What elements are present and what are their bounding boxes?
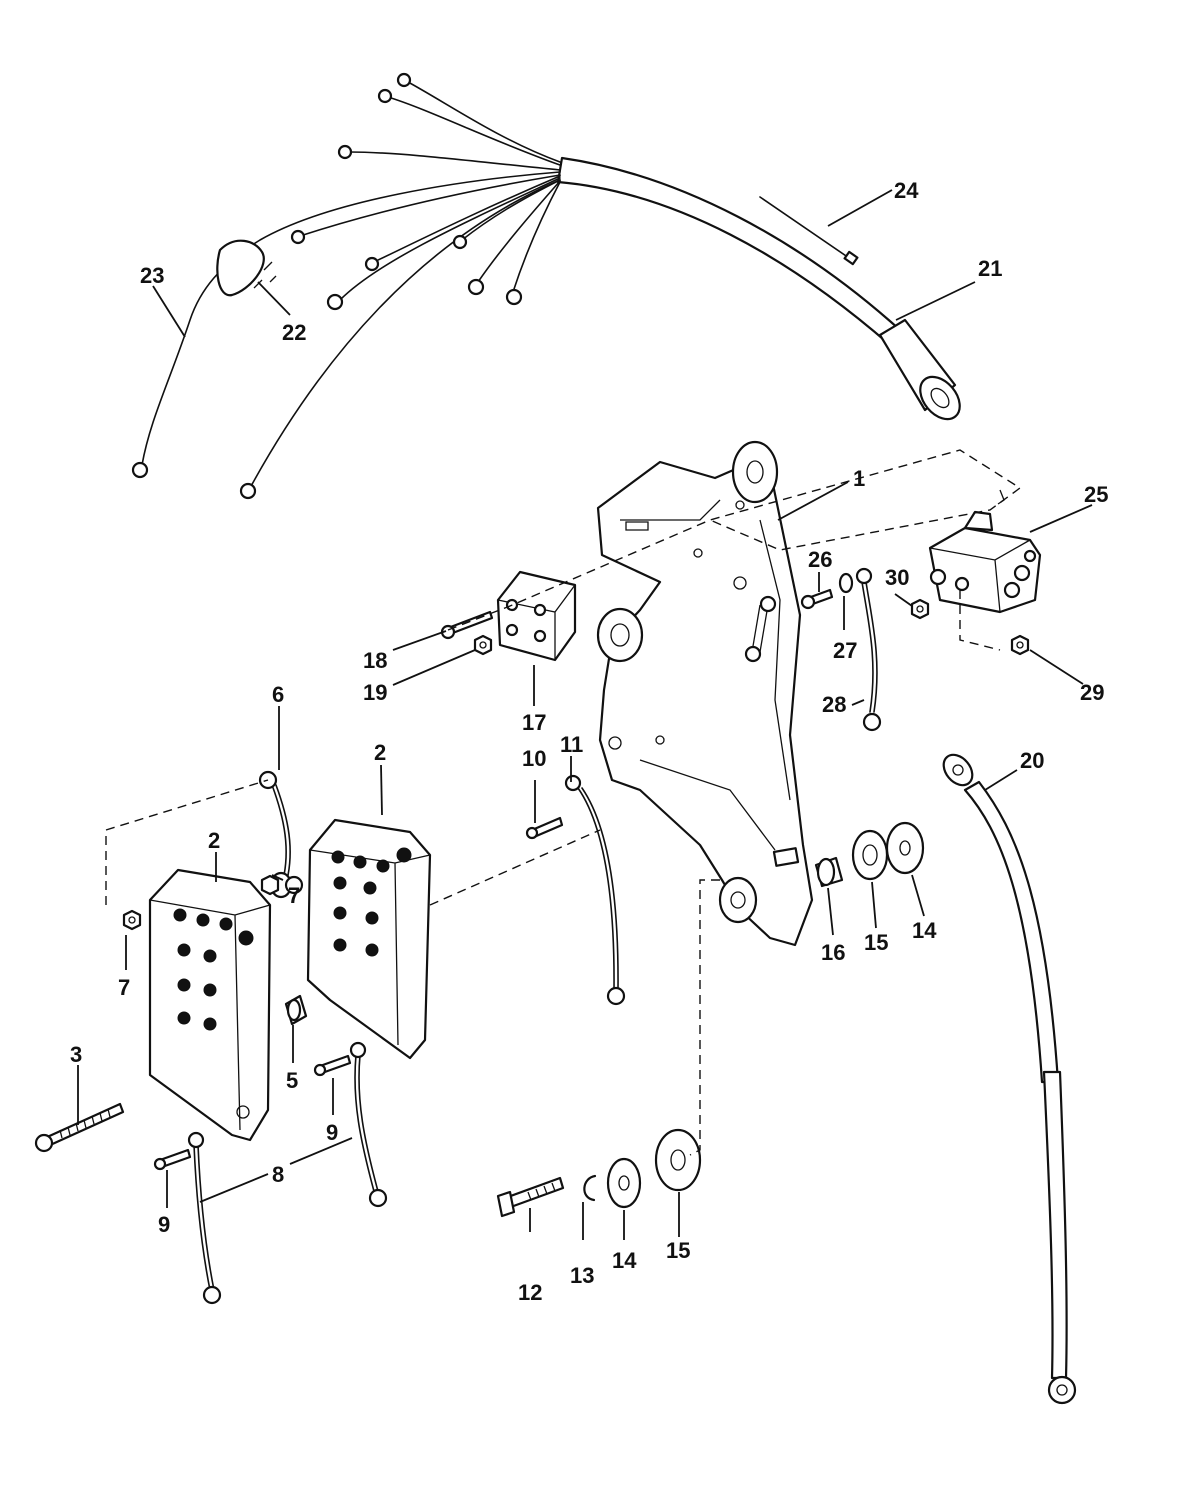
- washer-14-upper: [885, 821, 925, 875]
- bracket-top-boss: [731, 440, 779, 504]
- bracket-mid-boss: [596, 607, 644, 663]
- lockwasher-13: [583, 1174, 597, 1202]
- nut-7-lower: [122, 909, 142, 931]
- washer-14-lower: [606, 1157, 642, 1209]
- harness-terminals: [131, 72, 523, 500]
- callout-14-lower: 14: [612, 1248, 637, 1273]
- callout-7-lower: 7: [118, 975, 130, 1000]
- callout-2-left: 2: [208, 828, 220, 853]
- callout-15-lower: 15: [666, 1238, 690, 1263]
- ground-strap-8-left: [187, 1131, 222, 1305]
- switch-box-2-rear: [306, 818, 432, 1060]
- callout-19: 19: [363, 680, 387, 705]
- nut-30: [910, 598, 930, 620]
- nut-7-upper: [260, 874, 280, 896]
- bushing-16: [814, 856, 844, 888]
- harness-plug: [878, 318, 961, 421]
- callout-9-left: 9: [158, 1212, 170, 1237]
- bracket-lower-boss: [718, 876, 758, 924]
- callout-13: 13: [570, 1263, 594, 1288]
- battery-cable-20: [942, 753, 1077, 1405]
- callout-16: 16: [821, 940, 845, 965]
- callout-9-right: 9: [326, 1120, 338, 1145]
- callout-12: 12: [518, 1280, 542, 1305]
- lockwasher-27: [838, 572, 854, 594]
- screw-26: [800, 588, 834, 610]
- nut-19: [473, 634, 493, 656]
- callout-24: 24: [894, 178, 919, 203]
- screw-10: [525, 816, 564, 840]
- callout-28: 28: [822, 692, 846, 717]
- ground-strap-11: [564, 774, 626, 1006]
- callout-labels: 1 2 2 3 5 6 7 7 8 9 9 10 11 12 13 14 14 …: [70, 178, 1108, 1305]
- small-lead: [759, 196, 853, 261]
- ground-strap-6: [258, 770, 304, 899]
- callout-20: 20: [1020, 748, 1044, 773]
- ground-strap-28: [855, 567, 882, 732]
- spacer-5: [284, 994, 308, 1026]
- callout-17: 17: [522, 710, 546, 735]
- callout-1: 1: [853, 466, 865, 491]
- callout-25: 25: [1084, 482, 1108, 507]
- callout-2-right: 2: [374, 740, 386, 765]
- fuse-clips: [253, 261, 277, 289]
- callout-11: 11: [560, 732, 583, 757]
- nut-29: [1010, 634, 1030, 656]
- leader-lines: [77, 189, 1093, 1240]
- fuse-holder: [216, 239, 265, 297]
- callout-5: 5: [286, 1068, 298, 1093]
- mounting-bracket: [596, 440, 814, 947]
- harness-wires: [141, 81, 561, 489]
- callout-26: 26: [808, 547, 832, 572]
- callout-18: 18: [363, 648, 387, 673]
- callout-21: 21: [978, 256, 1002, 281]
- callout-7-upper: 7: [288, 883, 300, 908]
- callout-22: 22: [282, 320, 306, 345]
- long-screw-3: [34, 1102, 125, 1153]
- ground-strap-8-right: [349, 1041, 388, 1208]
- callout-23: 23: [140, 263, 164, 288]
- wiring-harness: [131, 72, 961, 500]
- screw-9-left: [153, 1148, 192, 1171]
- starter-solenoid: [928, 489, 1042, 614]
- callout-30: 30: [885, 565, 909, 590]
- callout-14-upper: 14: [912, 918, 937, 943]
- assembly-lines: [105, 449, 1022, 1156]
- washer-15-lower: [654, 1128, 702, 1192]
- callout-29: 29: [1080, 680, 1104, 705]
- callout-10: 10: [522, 746, 546, 771]
- callout-15-upper: 15: [864, 930, 888, 955]
- screw-18: [440, 610, 494, 640]
- callout-8: 8: [272, 1162, 284, 1187]
- bolt-12: [496, 1176, 565, 1218]
- callout-3: 3: [70, 1042, 82, 1067]
- callout-6: 6: [272, 682, 284, 707]
- rectifier-17: [496, 570, 577, 662]
- callout-27: 27: [833, 638, 857, 663]
- washer-15-upper: [851, 829, 889, 881]
- switch-box-2-front: [148, 868, 272, 1142]
- screw-9-right: [313, 1054, 352, 1077]
